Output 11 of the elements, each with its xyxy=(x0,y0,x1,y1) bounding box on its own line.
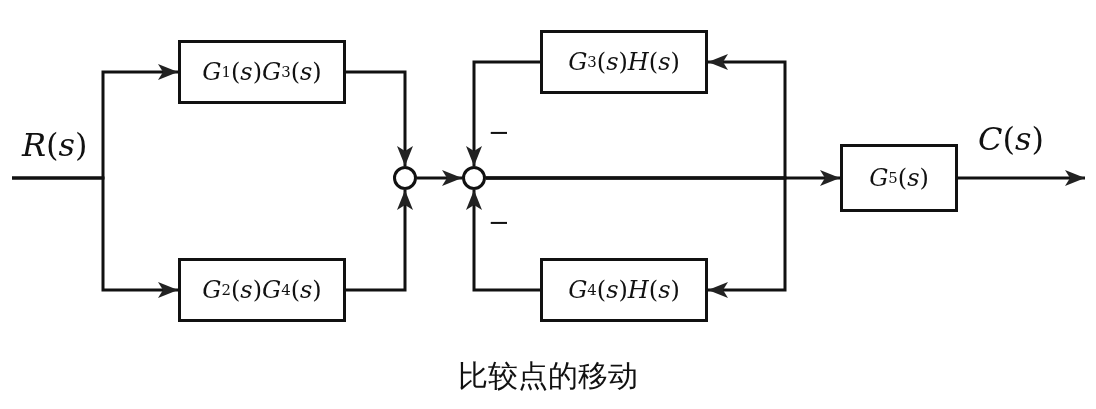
arrow xyxy=(466,190,540,292)
arrow xyxy=(486,176,787,298)
arrow xyxy=(466,60,540,166)
arrow xyxy=(12,176,178,298)
arrow xyxy=(346,190,413,292)
arrow xyxy=(346,70,413,166)
arrow xyxy=(958,170,1085,186)
caption: 比较点的移动 xyxy=(457,360,639,392)
summing-junction xyxy=(462,166,486,190)
summing-junction xyxy=(393,166,417,190)
arrow xyxy=(417,170,462,186)
